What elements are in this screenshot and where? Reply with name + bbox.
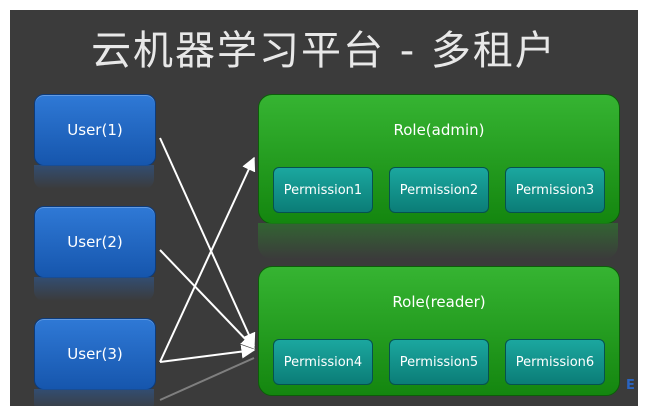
role-box-admin: Role(admin) Permission1 Permission2 Perm… [258,94,620,224]
user-box-1: User(1) [34,94,156,166]
user-box-3: User(3) [34,318,156,390]
user-box-2: User(2) [34,206,156,278]
edge-user3-admin [159,156,256,363]
connector-lines [159,137,256,401]
role-box-admin-reflection [258,223,618,259]
slide-title: 云机器学习平台 - 多租户 [91,28,557,74]
permission-box-3: Permission3 [505,167,605,213]
permission-box-4: Permission4 [273,339,373,385]
user-box-1-reflection [34,165,154,189]
role-box-reader: Role(reader) Permission4 Permission5 Per… [258,266,620,396]
user-box-2-reflection [34,277,154,301]
edge-reflection [159,357,255,401]
permission-box-6: Permission6 [505,339,605,385]
edge-user1-reader [159,137,256,348]
role-label-admin: Role(admin) [393,121,485,139]
permission-box-2: Permission2 [389,167,489,213]
slide: 云机器学习平台 - 多租户 User(1) User(2) User(3) Ro… [10,10,638,406]
permission-box-1: Permission1 [273,167,373,213]
user-box-3-reflection [34,389,154,406]
edge-user2-reader [159,249,255,350]
permission-box-5: Permission5 [389,339,489,385]
edge-user3-reader [159,344,256,363]
corner-mark: E [626,378,635,393]
role-label-reader: Role(reader) [392,293,486,311]
